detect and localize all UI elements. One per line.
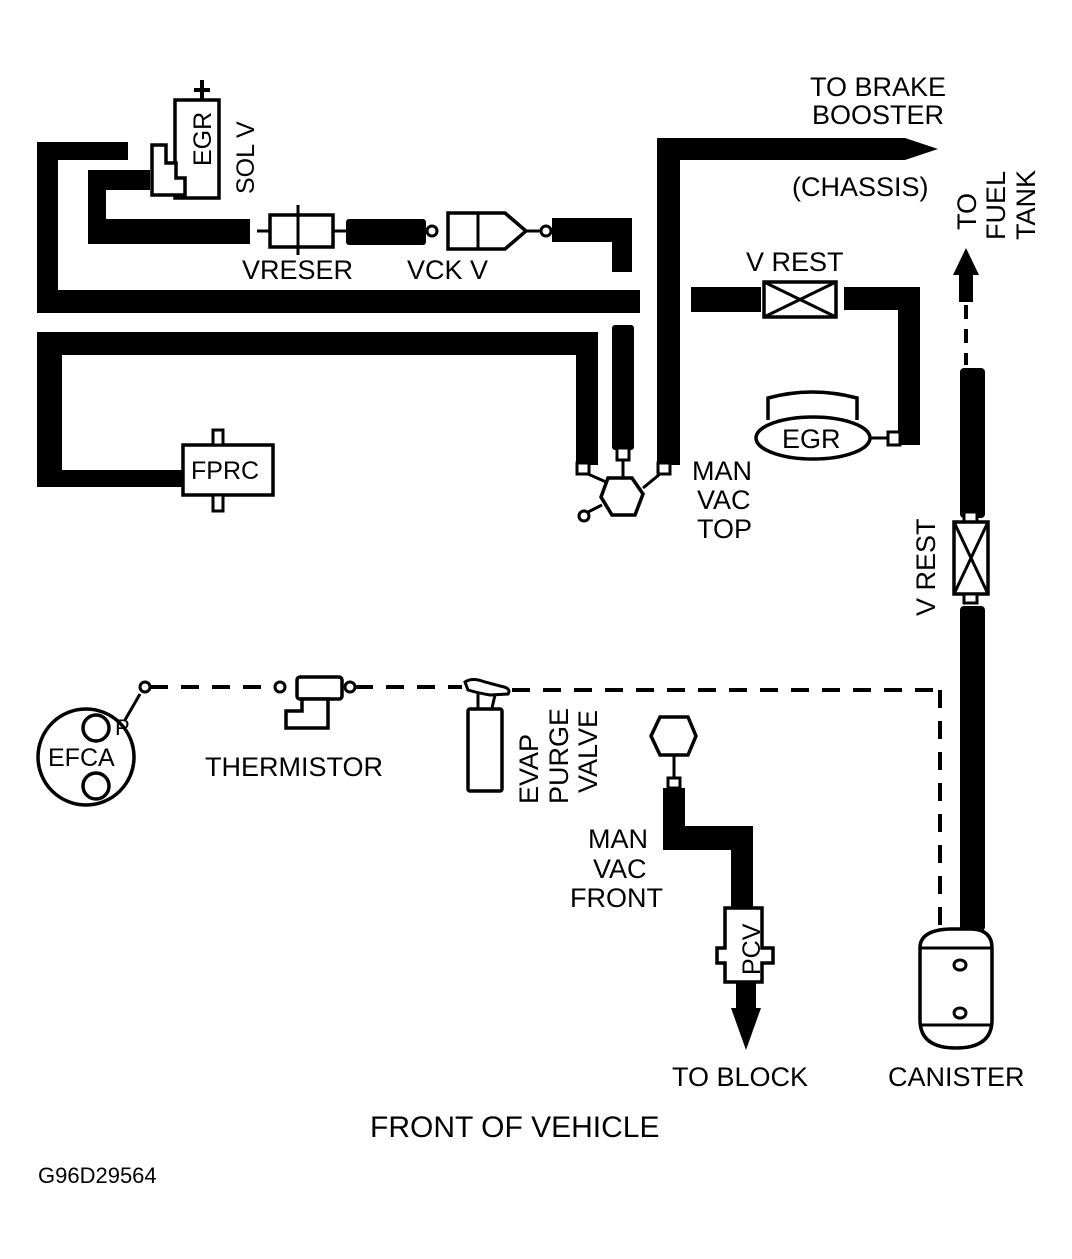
v-rest-top-label: V REST xyxy=(746,247,844,277)
man-vac-front-label-2: VAC xyxy=(593,854,647,884)
vacuum-restrictor-side: V REST xyxy=(911,518,990,616)
vacuum-reservoir: VRESER xyxy=(242,205,353,285)
to-brake-booster-label-1: TO BRAKE xyxy=(810,72,946,102)
thermistor-label: THERMISTOR xyxy=(205,752,383,782)
to-block-label: TO BLOCK xyxy=(672,1062,808,1092)
egr-sol-body-label: EGR xyxy=(189,112,217,166)
evap-purge-valve: EVAP PURGE VALVE xyxy=(463,678,603,804)
evap-purge-valve-label-3: VALVE xyxy=(573,710,603,793)
egr-sol-side-label: SOL V xyxy=(232,121,260,194)
pcv-label: PCV xyxy=(738,923,766,975)
canister-label: CANISTER xyxy=(888,1062,1025,1092)
figure-id: G96D29564 xyxy=(38,1163,157,1188)
fuel-pressure-regulator-control: FPRC xyxy=(181,428,275,513)
egr-solenoid-valve: EGR SOL V xyxy=(150,80,260,200)
to-fuel-tank-label-3: TANK xyxy=(1011,170,1041,240)
hose-vrest-left xyxy=(691,287,761,312)
efca-sensor: P EFCA xyxy=(36,680,152,807)
vreser-label: VRESER xyxy=(242,255,353,285)
manifold-vacuum-top-fitting: MAN VAC TOP xyxy=(577,456,752,544)
egr-valve-label: EGR xyxy=(782,424,841,454)
fprc-label: FPRC xyxy=(191,457,259,485)
hose-vreser-to-vck xyxy=(346,219,426,245)
front-of-vehicle-caption: FRONT OF VEHICLE xyxy=(370,1111,659,1144)
to-brake-booster-label-2: BOOSTER xyxy=(812,100,944,130)
hose-manifold-middle xyxy=(612,325,634,462)
to-fuel-tank-label-2: FUEL xyxy=(981,171,1011,240)
vacuum-restrictor-top: V REST xyxy=(746,247,844,319)
vck-v-label: VCK V xyxy=(407,255,488,285)
evap-purge-valve-label-1: EVAP xyxy=(514,734,544,804)
efca-port-label: P xyxy=(115,715,130,740)
hose-to-canister xyxy=(960,606,985,931)
evap-purge-valve-label-2: PURGE xyxy=(544,708,574,804)
man-vac-top-label-3: TOP xyxy=(697,514,752,544)
pcv-valve: PCV xyxy=(715,906,775,984)
man-vac-top-label-2: VAC xyxy=(697,485,751,515)
hose-man-vac-front-to-pcv xyxy=(663,788,753,910)
man-vac-front-label-1: MAN xyxy=(588,824,648,854)
man-vac-top-label-1: MAN xyxy=(692,456,752,486)
hose-fuel-tank xyxy=(953,248,985,524)
man-vac-front-label-3: FRONT xyxy=(570,883,663,913)
hose-to-block xyxy=(731,982,761,1050)
manifold-vacuum-front-fitting xyxy=(649,715,698,790)
egr-valve: EGR xyxy=(754,390,888,461)
hose-vck-to-manifold xyxy=(552,218,632,272)
to-fuel-tank-label-1: TO xyxy=(952,193,982,230)
electrical-dashed-line xyxy=(150,685,942,935)
vacuum-check-valve: VCK V xyxy=(407,211,553,285)
hose-egr-inner-loop xyxy=(88,170,250,244)
chassis-label: (CHASSIS) xyxy=(792,172,929,202)
hose-vrest-to-egr xyxy=(844,287,920,447)
hose-egr-outer-loop xyxy=(37,142,640,313)
thermistor: THERMISTOR xyxy=(205,675,383,782)
hose-brake-booster xyxy=(656,138,938,476)
efca-label: EFCA xyxy=(48,744,115,772)
hose-fprc xyxy=(37,332,598,487)
v-rest-side-label: V REST xyxy=(911,518,941,616)
canister xyxy=(918,927,994,1050)
